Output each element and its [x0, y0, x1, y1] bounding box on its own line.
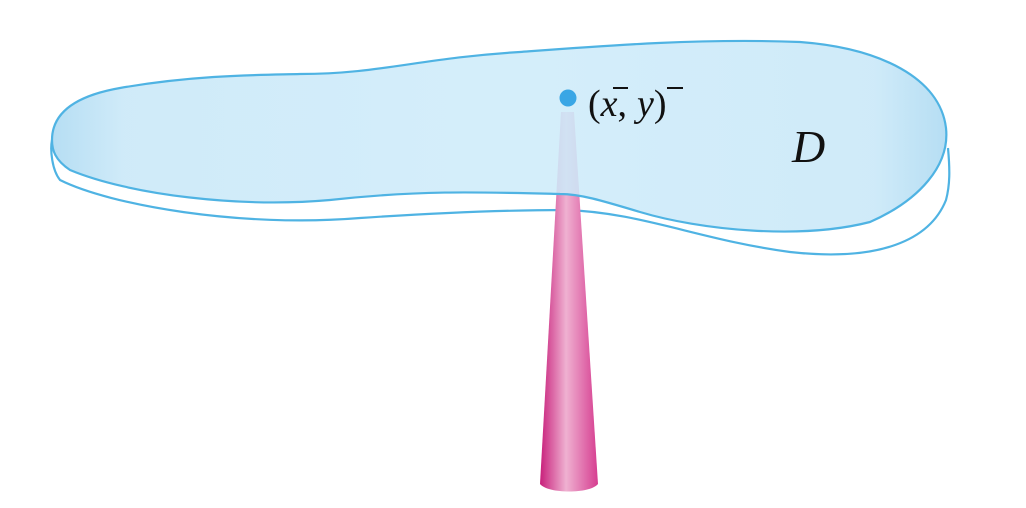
region-label: D: [791, 121, 825, 172]
centroid-open-paren: (: [588, 83, 601, 125]
centroid-y-symbol: y: [633, 83, 654, 125]
centroid-point: [559, 89, 577, 107]
centroid-close-paren: ): [654, 83, 667, 125]
centroid-comma: ,: [618, 83, 628, 125]
centroid-label: (x,y): [588, 83, 667, 125]
balancing-pin: [540, 112, 598, 492]
centroid-x-symbol: x: [600, 83, 618, 125]
lamina-region-d: [50, 39, 948, 233]
